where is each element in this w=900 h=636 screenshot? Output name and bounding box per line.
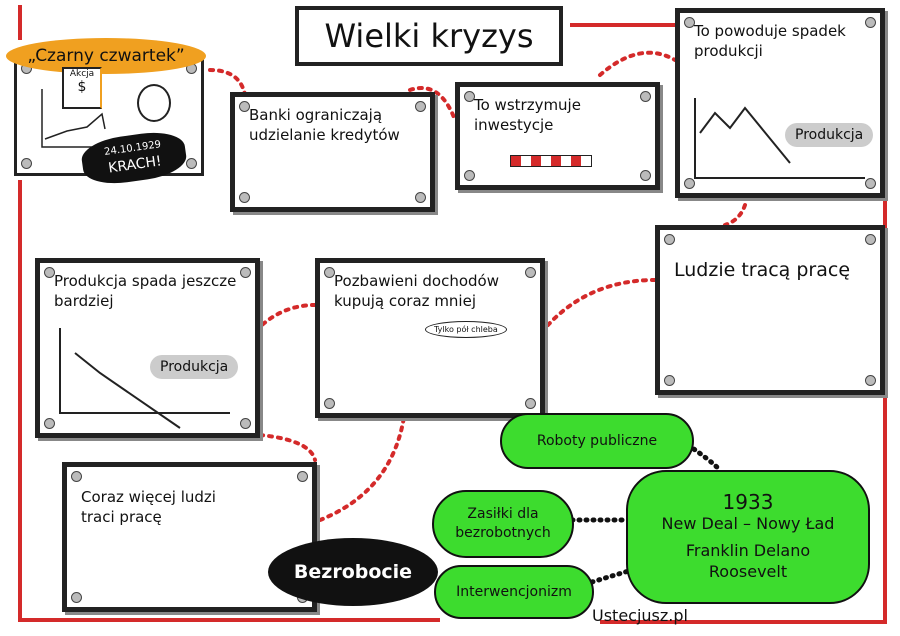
arrow-5 [546,278,657,327]
panel-more-lose-jobs: Coraz więcej ludzi traci pracę [62,462,317,612]
panel-text: Banki ograniczają udzielanie kredytów [249,106,400,144]
new-deal-person: Franklin Delano Roosevelt [685,541,811,581]
panel-text: Produkcja spada jeszcze bardziej [54,272,237,310]
cloud-interwencjonizm: Interwencjonizm [434,565,594,619]
unemployment-label: Bezrobocie [268,538,438,606]
panel-production-drop: To powoduje spadek produkcji Produkcja [675,8,885,198]
panel-production-falls-more: Produkcja spada jeszcze bardziej Produkc… [35,258,260,438]
cloud-roboty-publiczne: Roboty publiczne [500,413,694,469]
arrow-6 [260,303,317,327]
screw-icon [324,398,335,409]
black-thursday-label: „Czarny czwartek” [6,38,206,74]
panel-text: Coraz więcej ludzi traci pracę [81,488,216,526]
screw-icon [525,398,536,409]
arrow-8 [318,408,407,522]
screw-icon [240,267,251,278]
panel-text: To powoduje spadek produkcji [694,22,846,60]
screw-icon [239,101,250,112]
barrier-icon [510,155,592,167]
dollar-sign: $ [77,79,87,95]
new-deal-year: 1933 [722,490,774,514]
screw-icon [640,91,651,102]
screw-icon [664,234,675,245]
dots-roboty [685,442,723,473]
screw-icon [684,178,695,189]
stock-card: Akcja$ [62,67,102,109]
panel-lose-jobs: Ludzie tracą pracę [655,225,885,395]
panel-text: Pozbawieni dochodów kupują coraz mniej [334,272,499,310]
panel-banks: Banki ograniczają udzielanie kredytów [230,92,435,212]
screw-icon [21,158,32,169]
title-box: Wielki kryzys [295,6,563,66]
screw-icon [240,418,251,429]
screw-icon [865,234,876,245]
arrow-7 [258,433,317,462]
screw-icon [640,170,651,181]
panel-text: Ludzie tracą pracę [674,259,851,281]
screw-icon [464,170,475,181]
screw-icon [684,17,695,28]
panel-text: To wstrzymuje inwestycje [474,96,581,134]
stock-label: Akcja [69,69,95,79]
cloud-zasilki: Zasiłki dla bezrobotnych [432,490,574,558]
screw-icon [464,91,475,102]
screw-icon [297,471,308,482]
shocked-person-icon [137,84,171,122]
arrow-4 [723,203,747,227]
screw-icon [71,592,82,603]
speech-bubble: Tylko pół chleba [425,321,507,338]
credit: Ustecjusz.pl [592,606,688,625]
decline-chart-icon [694,98,865,179]
panel-investments: To wstrzymuje inwestycje [455,82,660,190]
screw-icon [865,17,876,28]
arrow-3 [598,50,677,77]
steep-decline-chart-icon [59,328,230,429]
production-badge-2: Produkcja [150,355,239,379]
screw-icon [324,267,335,278]
screw-icon [525,267,536,278]
screw-icon [415,192,426,203]
cloud-new-deal: 1933 New Deal – Nowy Ład Franklin Delano… [626,470,870,604]
screw-icon [865,178,876,189]
arrow-2 [408,86,457,122]
screw-icon [415,101,426,112]
screw-icon [186,158,197,169]
screw-icon [71,471,82,482]
screw-icon [865,375,876,386]
red-frame [18,5,887,624]
panel-buy-less: Pozbawieni dochodów kupują coraz mniej T… [315,258,545,418]
screw-icon [664,375,675,386]
arrow-1 [208,68,247,97]
screw-icon [44,267,55,278]
page-title: Wielki kryzys [324,17,534,55]
screw-icon [44,418,55,429]
new-deal-name: New Deal – Nowy Ład [661,514,835,533]
production-badge: Produkcja [785,123,874,147]
screw-icon [239,192,250,203]
